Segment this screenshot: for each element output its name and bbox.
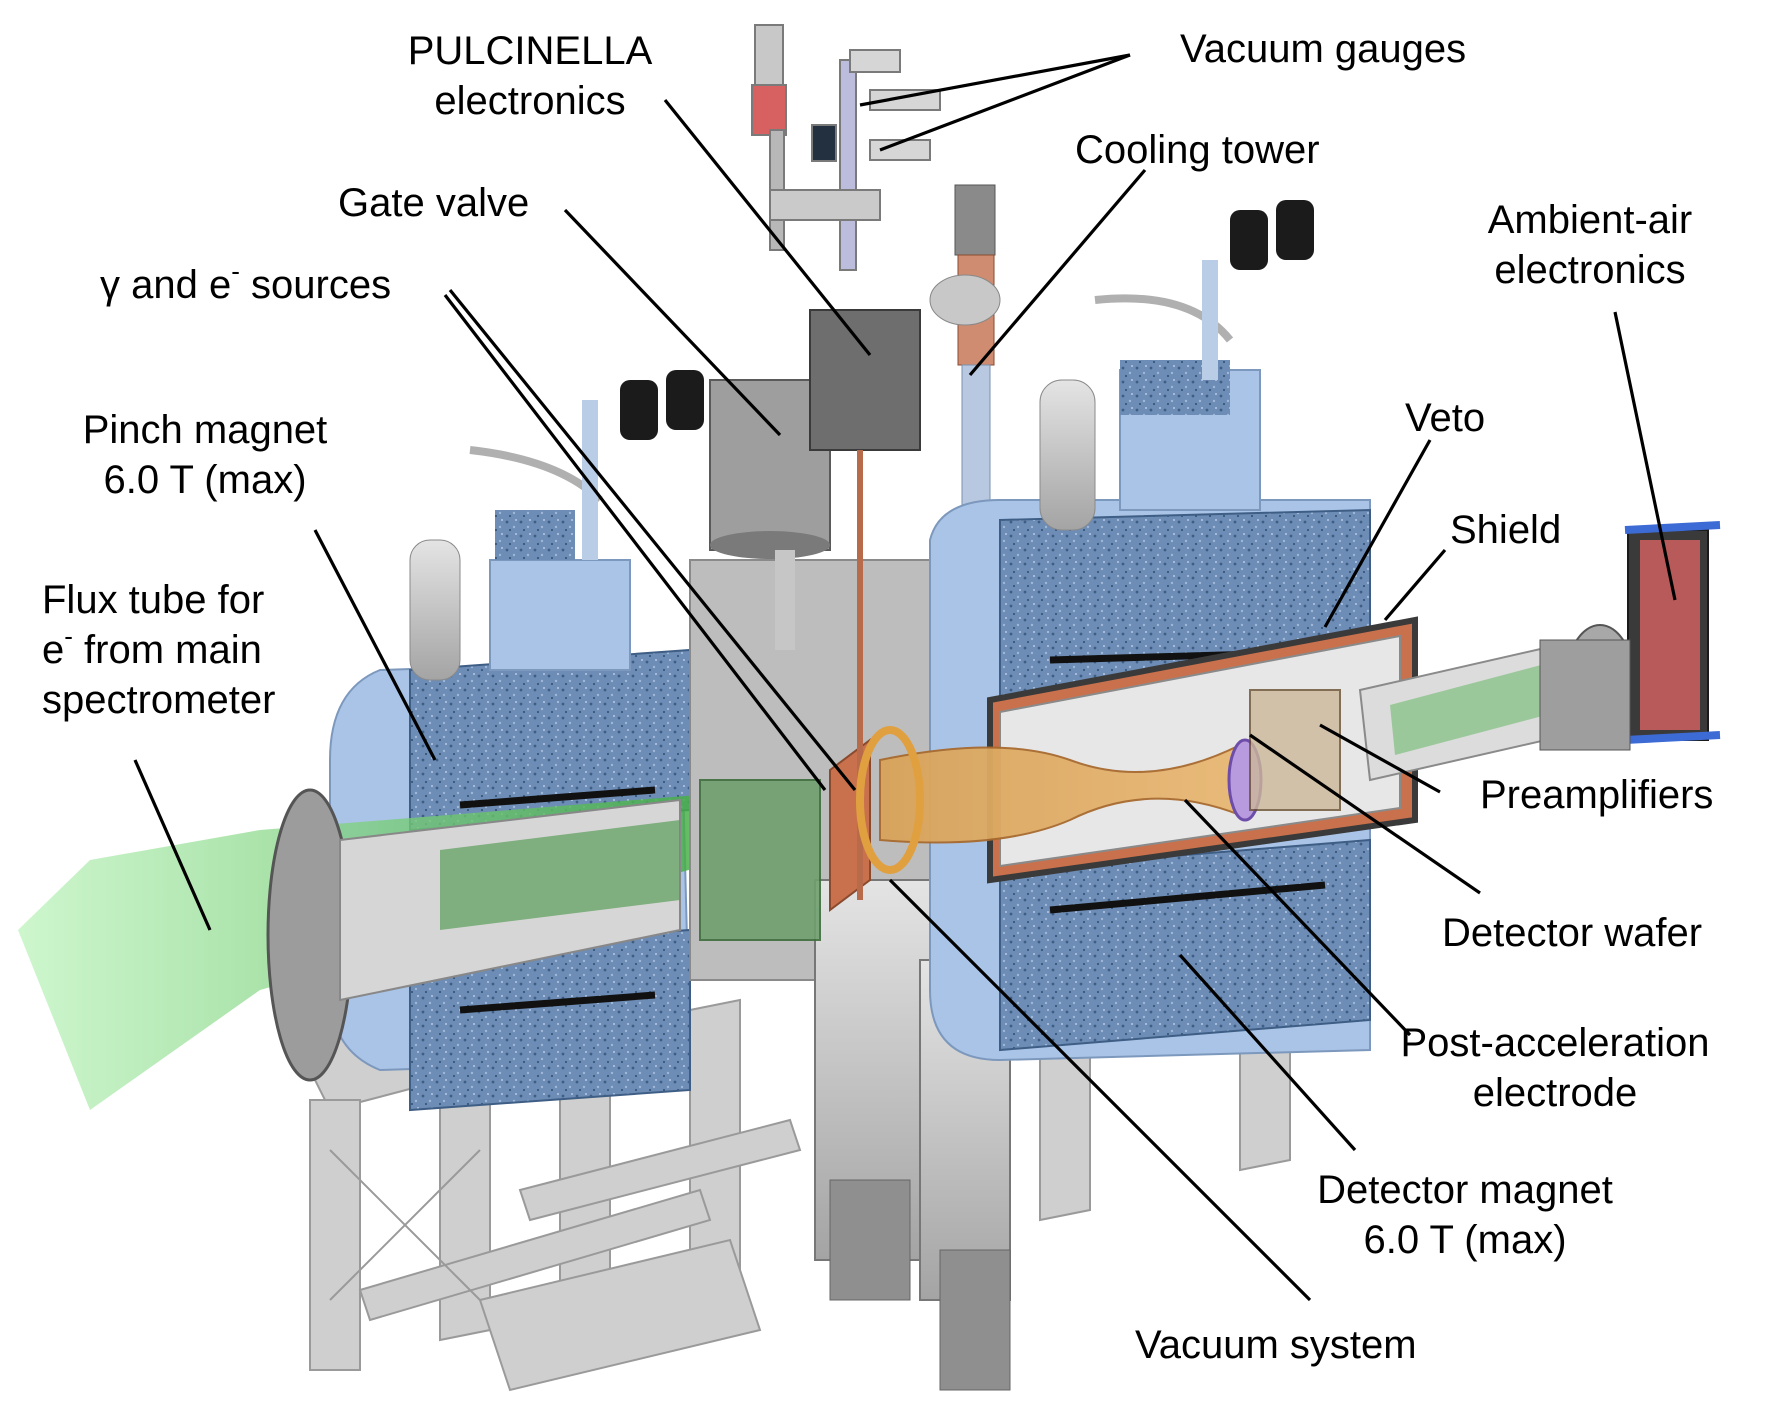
label-cooling-tower: Cooling tower: [1075, 128, 1320, 172]
leader-sources-a: [443, 294, 827, 791]
label-flux-tube-line1: Flux tube for: [42, 578, 265, 622]
leader-vacuum-gauges-b: [879, 53, 1131, 152]
label-gate-valve: Gate valve: [338, 181, 530, 225]
label-flux-tube-line2: e- from main: [42, 623, 275, 675]
label-detector-magnet-line2: 6.0 T (max): [1363, 1218, 1567, 1262]
detector-magnet: [929, 200, 1418, 1062]
label-flux-tube-rest: from main: [84, 628, 262, 672]
leader-veto: [1323, 439, 1432, 628]
label-sources-gamma: γ: [100, 263, 120, 307]
label-pulcinella-line1: PULCINELLA: [407, 29, 653, 73]
leader-detector-wafer: [1249, 733, 1481, 895]
label-flux-tube-e: e: [42, 628, 65, 672]
label-ambient-air-line1: Ambient-air: [1487, 198, 1693, 242]
leader-preamplifiers: [1319, 723, 1441, 794]
leader-shield: [1383, 548, 1447, 622]
label-sources-sup: -: [231, 256, 240, 286]
label-detector-wafer: Detector wafer: [1442, 911, 1703, 955]
leader-vacuum-system: [888, 878, 1312, 1302]
pinch-bore: [266, 788, 681, 1082]
leader-flux-tube: [133, 759, 212, 931]
leader-detector-magnet: [1178, 953, 1357, 1152]
vacuum-gauges: [751, 24, 941, 271]
leader-vacuum-gauges-a: [859, 53, 1131, 107]
label-preamplifiers: Preamplifiers: [1480, 773, 1714, 817]
leader-sources-b: [448, 288, 857, 792]
label-veto: Veto: [1405, 396, 1486, 440]
label-post-acceleration-line2: electrode: [1472, 1071, 1638, 1115]
label-flux-tube: Flux tube for e- from main spectrometer: [42, 575, 275, 725]
label-sources-rest: sources: [251, 263, 392, 307]
ambient-air-electronics: [1539, 521, 1721, 751]
leader-ambient-air: [1613, 311, 1677, 601]
leader-pulcinella: [663, 98, 872, 357]
label-pinch-magnet-line2: 6.0 T (max): [103, 458, 307, 502]
leader-lines: [133, 53, 1677, 1302]
label-detector-magnet: Detector magnet 6.0 T (max): [1300, 1165, 1630, 1265]
label-sources-and-e: and e: [131, 263, 232, 307]
label-ambient-air: Ambient-air electronics: [1455, 195, 1725, 295]
label-pulcinella-line2: electronics: [434, 79, 626, 123]
gate-valve-assembly: [709, 309, 921, 900]
leader-gate-valve: [563, 208, 782, 437]
label-pinch-magnet-line1: Pinch magnet: [82, 408, 328, 452]
leader-pinch-magnet: [313, 529, 437, 761]
label-pulcinella: PULCINELLA electronics: [385, 26, 675, 126]
label-flux-tube-line3: spectrometer: [42, 678, 276, 722]
label-post-acceleration: Post-acceleration electrode: [1385, 1018, 1725, 1118]
label-flux-tube-sup: -: [64, 621, 73, 651]
label-shield: Shield: [1450, 508, 1562, 552]
label-vacuum-gauges: Vacuum gauges: [1180, 27, 1467, 71]
label-sources: γ and e- sources: [100, 258, 392, 310]
leader-cooling-tower: [968, 168, 1147, 377]
pinch-magnet: [329, 370, 704, 1112]
detector-flux: [856, 689, 1341, 874]
label-vacuum-system: Vacuum system: [1135, 1323, 1417, 1367]
label-ambient-air-line2: electronics: [1494, 248, 1686, 292]
label-pinch-magnet: Pinch magnet 6.0 T (max): [60, 405, 350, 505]
leader-post-acceleration: [1183, 798, 1412, 1037]
label-post-acceleration-line1: Post-acceleration: [1400, 1021, 1710, 1065]
label-detector-magnet-line1: Detector magnet: [1317, 1168, 1613, 1212]
